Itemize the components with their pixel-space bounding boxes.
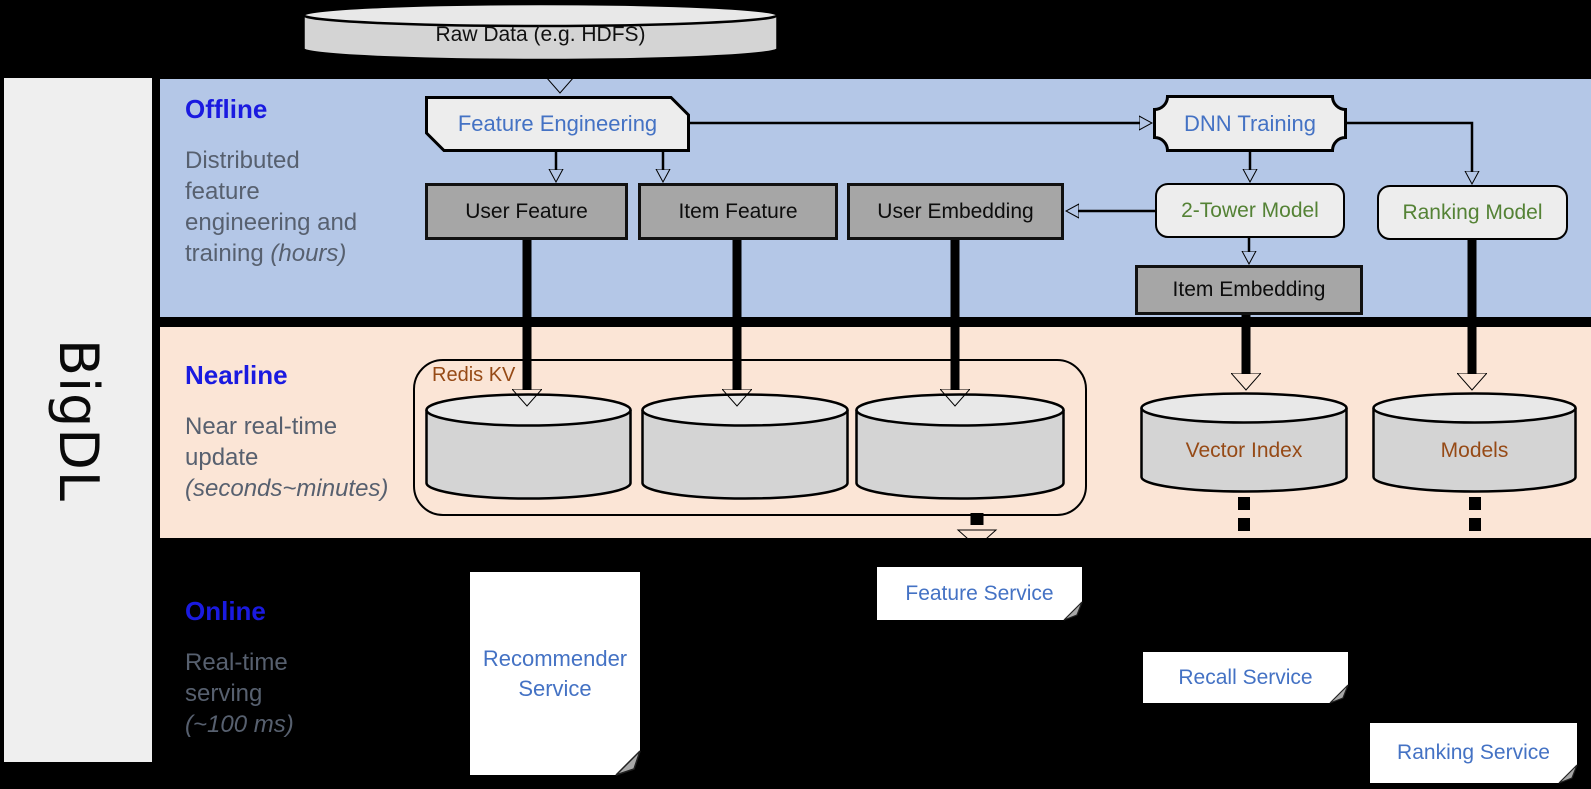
- node-recall-service: Recall Service: [1143, 652, 1349, 704]
- brand-sidebar: BigDL: [4, 78, 152, 762]
- offline-title: Offline: [185, 94, 268, 124]
- ranking-service-label: Ranking Service: [1397, 741, 1550, 764]
- node-item-embedding: Item Embedding: [1135, 265, 1363, 315]
- nearline-section-text: Nearline Near real-time update (seconds~…: [185, 360, 388, 504]
- vector-index-label: Vector Index: [1185, 438, 1303, 462]
- plaque-shape: [1153, 95, 1347, 152]
- node-ranking-model: Ranking Model: [1377, 185, 1568, 240]
- node-item-feature: Item Feature: [638, 183, 838, 240]
- raw-data-cylinder: Raw Data (e.g. HDFS): [302, 2, 779, 63]
- node-feature-engineering: Feature Engineering: [425, 96, 690, 152]
- node-recommender-service: Recommender Service: [470, 572, 641, 776]
- feature-engineering-label: Feature Engineering: [457, 111, 658, 136]
- node-user-feature: User Feature: [425, 183, 628, 240]
- redis-kv-container: [413, 359, 1087, 516]
- folded-corner-icon: [1329, 684, 1349, 704]
- online-description: Real-time serving (~100 ms): [185, 649, 294, 738]
- snip-rectangle-shape: [425, 96, 690, 152]
- node-two-tower-model: 2-Tower Model: [1155, 183, 1345, 238]
- redis-cylinder-2: [641, 393, 849, 500]
- recall-service-label: Recall Service: [1178, 665, 1313, 689]
- brand-text: BigDL: [46, 338, 110, 502]
- offline-description: Distributed feature engineering and trai…: [185, 147, 358, 267]
- item-embedding-label: Item Embedding: [1172, 278, 1326, 301]
- node-ranking-service: Ranking Service: [1370, 723, 1578, 784]
- dnn-training-label: DNN Training: [1183, 110, 1317, 136]
- two-tower-model-label: 2-Tower Model: [1181, 198, 1319, 222]
- models-cylinder: Models: [1372, 392, 1577, 493]
- redis-cylinder-3: [855, 393, 1065, 500]
- folded-corner-icon: [1063, 601, 1083, 621]
- online-title: Online: [185, 596, 266, 626]
- node-user-embedding: User Embedding: [847, 183, 1064, 240]
- cylinder-shape: [302, 2, 779, 62]
- vector-index-cylinder: Vector Index: [1140, 392, 1348, 493]
- offline-section-text: Offline Distributed feature engineering …: [185, 94, 357, 269]
- online-section-text: Online Real-time serving (~100 ms): [185, 596, 294, 740]
- node-dnn-training: DNN Training: [1153, 95, 1347, 152]
- nearline-description: Near real-time update (seconds~minutes): [185, 413, 389, 502]
- folded-corner-icon: [1558, 764, 1578, 784]
- raw-data-label: Raw Data (e.g. HDFS): [435, 22, 646, 46]
- node-feature-service: Feature Service: [877, 567, 1083, 621]
- redis-cylinder-1: [425, 393, 632, 500]
- user-embedding-label: User Embedding: [877, 199, 1034, 223]
- feature-service-label: Feature Service: [905, 581, 1054, 605]
- redis-kv-label: Redis KV: [432, 364, 516, 386]
- models-label: Models: [1440, 438, 1509, 462]
- ranking-model-label: Ranking Model: [1402, 200, 1543, 224]
- user-feature-label: User Feature: [465, 199, 588, 223]
- recommender-service-label: Recommender Service: [482, 645, 628, 701]
- folded-corner-icon: [615, 750, 641, 776]
- nearline-title: Nearline: [185, 360, 288, 390]
- item-feature-label: Item Feature: [678, 199, 798, 223]
